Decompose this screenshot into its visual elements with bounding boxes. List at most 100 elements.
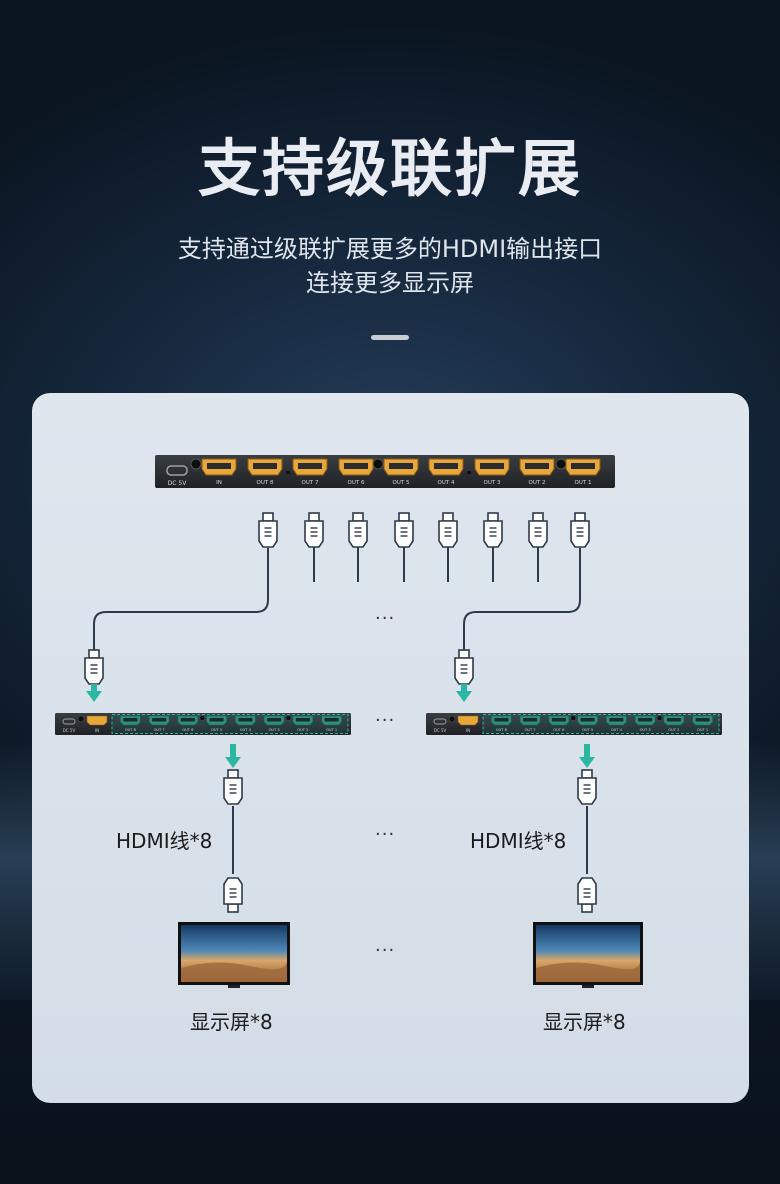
hdmi-port-out: OUT 1 — [565, 458, 601, 486]
cascade-cable-right — [463, 548, 581, 650]
subtitle-line-1: 支持通过级联扩展更多的HDMI输出接口 — [177, 235, 603, 263]
hdmi-port-out: OUT 6 — [338, 458, 374, 486]
port-label: OUT 8 — [257, 480, 274, 486]
sub-splitter-left: DC 5V IN OUT 8 OUT 7 OUT 6 OUT 5 OUT 4 OUT 3 OUT… — [55, 713, 351, 735]
display-right — [533, 922, 643, 988]
hdmi-port-out: OUT 2 — [663, 715, 685, 732]
hdmi-port-out: OUT 2 — [519, 458, 555, 486]
dc-label: DC 5V — [63, 728, 76, 733]
hdmi-port-out: OUT 8 — [247, 458, 283, 486]
display-label-right: 显示屏*8 — [543, 1010, 626, 1034]
hdmi-port-out: OUT 5 — [383, 458, 419, 486]
divider-pill — [371, 335, 409, 340]
port-label: OUT 6 — [348, 480, 365, 486]
hdmi-port-out: OUT 8 — [491, 715, 512, 732]
port-label: OUT 4 — [240, 728, 252, 732]
port-label: OUT 5 — [393, 480, 410, 486]
port-label: OUT 3 — [484, 480, 501, 486]
led-icon — [570, 715, 576, 721]
hdmi-plug-icon — [454, 649, 474, 685]
port-label: OUT 2 — [529, 480, 546, 486]
arrow-down-icon — [579, 744, 595, 768]
hdmi-plug-icon — [304, 512, 324, 548]
port-label: IN — [466, 728, 470, 733]
hdmi-port-out: OUT 1 — [321, 715, 342, 732]
arrow-down-icon — [456, 684, 472, 702]
hdmi-port-out: OUT 8 — [120, 715, 141, 732]
led-icon — [190, 458, 202, 470]
port-label: OUT 8 — [125, 728, 137, 732]
hdmi-plug-icon — [577, 769, 597, 805]
port-label: OUT 1 — [697, 728, 708, 732]
arrow-down-icon — [86, 684, 102, 702]
led-icon — [555, 458, 567, 470]
led-icon — [656, 715, 663, 721]
port-label: OUT 4 — [611, 728, 623, 732]
port-label: OUT 3 — [269, 728, 280, 732]
ellipsis-3: ··· — [375, 824, 396, 845]
hdmi-plug-icon — [577, 877, 597, 913]
ellipsis-1: ··· — [375, 608, 396, 629]
ellipsis-2: ··· — [375, 710, 396, 731]
port-label: OUT 6 — [182, 728, 194, 732]
port-label: OUT 5 — [582, 728, 593, 732]
hdmi-port-out: OUT 7 — [292, 458, 328, 486]
hdmi-plug-icon — [438, 512, 458, 548]
hdmi-port-out: OUT 3 — [474, 458, 510, 486]
hdmi-plug-icon — [223, 769, 243, 805]
port-label: OUT 4 — [438, 480, 455, 486]
indicator-icon — [286, 471, 290, 474]
cascade-cable-left — [93, 548, 269, 650]
hdmi-plug-icon — [258, 512, 278, 548]
led-icon — [199, 715, 205, 721]
hdmi-port-out: OUT 7 — [148, 715, 170, 732]
hdmi-port-out: OUT 4 — [428, 458, 464, 486]
port-label: OUT 2 — [668, 728, 679, 732]
led-icon — [372, 458, 384, 470]
display-label-left: 显示屏*8 — [190, 1010, 273, 1034]
port-label: OUT 7 — [154, 728, 165, 732]
hdmi-plug-icon — [223, 877, 243, 913]
hdmi-plug-icon — [528, 512, 548, 548]
hdmi-plug-icon — [84, 649, 104, 685]
port-label: OUT 8 — [496, 728, 508, 732]
hdmi-port-out: OUT 1 — [692, 715, 713, 732]
sub-splitter-right: DC 5V IN OUT 8 OUT 7 OUT 6 OUT 5 OUT 4 OUT 3 OUT… — [426, 713, 722, 735]
main-dc-label: DC 5V — [168, 480, 188, 487]
port-label: IN — [95, 728, 99, 733]
hdmi-port-out: OUT 4 — [235, 715, 256, 732]
main-splitter: DC 5V IN OUT 8 OUT 7 OUT 6 OUT 5 OUT 4 OUT 3 OU… — [155, 455, 615, 488]
port-label: OUT 7 — [302, 480, 319, 486]
dc-port — [166, 465, 188, 476]
led-icon — [285, 715, 292, 721]
hdmi-port-out: OUT 2 — [292, 715, 314, 732]
main-output-cables — [258, 512, 590, 582]
dc-port — [62, 718, 76, 725]
port-label: IN — [216, 480, 222, 486]
port-label: OUT 1 — [326, 728, 337, 732]
hdmi-port-out: OUT 6 — [177, 715, 199, 732]
hdmi-port-out: OUT 7 — [519, 715, 541, 732]
indicator-icon — [467, 471, 471, 474]
led-icon — [77, 715, 85, 723]
dc-port — [433, 718, 447, 725]
hdmi-port-out: OUT 3 — [634, 715, 656, 732]
hdmi-port-out: OUT 5 — [577, 715, 598, 732]
hdmi-plug-icon — [348, 512, 368, 548]
port-label: OUT 7 — [525, 728, 536, 732]
port-label: OUT 3 — [640, 728, 651, 732]
cable-label-left: HDMI线*8 — [116, 829, 213, 853]
page-title: 支持级联扩展 — [197, 132, 582, 205]
hdmi-port-out: OUT 5 — [206, 715, 227, 732]
hdmi-plug-icon — [483, 512, 503, 548]
led-icon — [448, 715, 456, 723]
port-label: OUT 6 — [553, 728, 565, 732]
hdmi-plug-icon — [394, 512, 414, 548]
hdmi-port-out: OUT 4 — [606, 715, 627, 732]
hdmi-port-in — [457, 715, 479, 726]
port-label: OUT 2 — [297, 728, 308, 732]
port-label: OUT 5 — [211, 728, 222, 732]
port-label: OUT 1 — [575, 480, 592, 486]
dc-label: DC 5V — [434, 728, 447, 733]
arrow-down-icon — [225, 744, 241, 768]
